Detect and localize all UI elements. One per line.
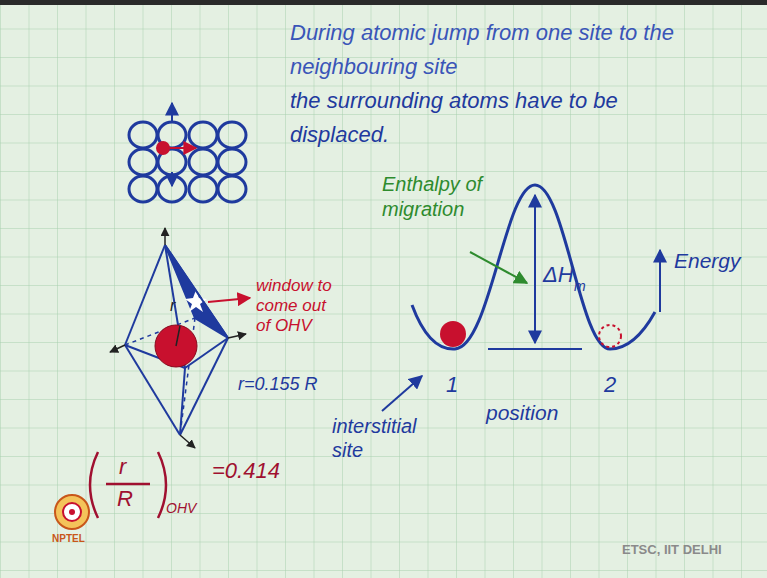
octahedral-void (125, 245, 165, 345)
note-text: During atomic jump from one site to the … (290, 16, 700, 84)
atom-array (129, 176, 157, 202)
empty-site-2 (599, 325, 621, 347)
nptel-logo (69, 509, 75, 515)
octahedral-void (165, 245, 228, 338)
top-band (0, 0, 767, 5)
jump-arrows (156, 103, 196, 186)
octahedral-void (110, 345, 125, 352)
atom-array (189, 149, 217, 175)
atom-array (129, 122, 246, 202)
octahedral-void (165, 245, 228, 338)
axis-label: Energy (674, 248, 741, 273)
ratio-numerator: r (119, 454, 126, 480)
energy-curve (488, 348, 582, 350)
octahedral-void (176, 326, 180, 346)
octahedral-void (110, 228, 250, 448)
note-text: the surrounding atoms have to be displac… (290, 84, 700, 152)
octahedral-void (180, 435, 195, 448)
enthalpy-symbol: ΔH (543, 262, 574, 288)
energy-curve (659, 250, 661, 312)
nptel-logo (55, 495, 89, 529)
octahedral-void (228, 334, 246, 338)
atom-array (218, 122, 246, 148)
atom-array (218, 149, 246, 175)
jump-arrows (171, 172, 173, 186)
atom-array (129, 122, 157, 148)
octahedral-void (125, 245, 228, 435)
energy-curve (470, 252, 527, 283)
radius-label: r (170, 296, 175, 315)
ratio-formula (158, 452, 166, 518)
energy-curve (382, 376, 422, 411)
window-label: window to come out of OHV (256, 276, 344, 336)
interstitial-sphere (155, 325, 197, 367)
site-number: 1 (446, 372, 458, 398)
ratio-denominator: R (117, 486, 133, 512)
ratio-subscript: OHV (166, 500, 196, 517)
site-number: 2 (604, 372, 616, 398)
nptel-logo (63, 503, 81, 521)
interstitial-atom (156, 141, 170, 155)
axis-label: position (486, 400, 558, 425)
barrier-label: Enthalpy of migration (382, 172, 500, 222)
jump-arrows (171, 103, 173, 121)
atom-array (129, 149, 157, 175)
octahedral-void (208, 298, 250, 302)
radius-value: r=0.155 R (238, 374, 318, 396)
logo-text: NPTEL (52, 533, 85, 545)
ratio-formula (90, 452, 166, 518)
atom-array (189, 122, 217, 148)
watermark: ETSC, IIT DELHI (622, 542, 722, 558)
jump-arrows (168, 147, 196, 149)
nptel-logo (55, 495, 89, 529)
atom-array (189, 176, 217, 202)
ratio-value: =0.414 (212, 458, 280, 484)
ratio-formula (90, 452, 98, 518)
atom-at-site-1 (440, 321, 466, 347)
atom-array (218, 176, 246, 202)
enthalpy-subscript: m (574, 278, 586, 295)
ratio-formula (106, 483, 150, 486)
site-label: interstitial site (332, 414, 442, 462)
energy-curve (534, 195, 536, 343)
octahedral-void (164, 228, 166, 245)
